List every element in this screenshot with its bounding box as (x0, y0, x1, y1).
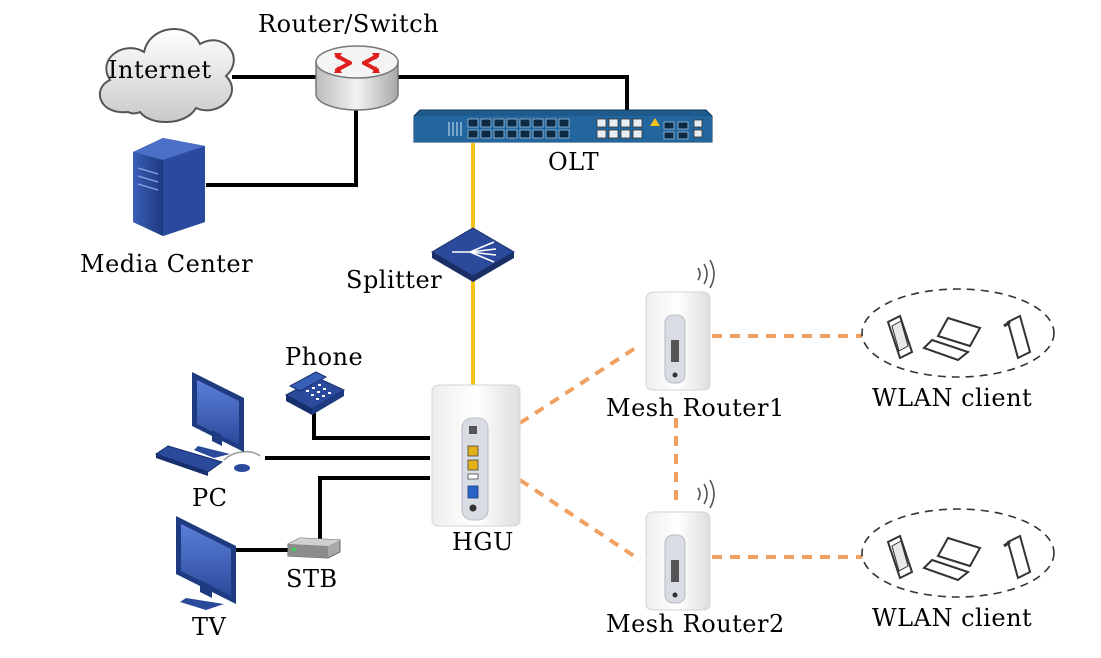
tablet-icon (1003, 314, 1032, 360)
router-switch-icon (315, 45, 399, 111)
optical-splitter-icon (431, 227, 515, 282)
wireless-links (518, 334, 862, 562)
cable-links (206, 75, 629, 552)
router-switch-label: Router/Switch (258, 10, 440, 38)
mesh-router-icon (645, 291, 711, 391)
smartphone-icon (886, 314, 914, 360)
wifi-hgu-mesh1 (518, 343, 642, 425)
laptop-icon (922, 316, 982, 362)
smartphone-icon (886, 534, 914, 580)
monitor-icon (176, 516, 236, 610)
olt-label: OLT (548, 148, 600, 176)
desktop-computer-icon (154, 372, 250, 476)
internet-label: Internet (108, 56, 212, 84)
hgu-gateway-icon (431, 384, 521, 527)
wifi-hgu-mesh2 (518, 478, 642, 562)
stb-label: STB (286, 565, 338, 593)
wifi-signal-icon (697, 479, 715, 509)
pc-label: PC (192, 484, 228, 512)
link-router-olt (395, 75, 629, 118)
telephone-icon (284, 371, 346, 415)
wlan-client-group (861, 508, 1055, 598)
link-stb-hgu (318, 476, 430, 546)
olt-chassis-icon (413, 109, 713, 143)
server-tower-icon (133, 138, 205, 236)
tv-label: TV (192, 613, 227, 641)
wlan-client-2-label: WLAN client (872, 604, 1033, 632)
set-top-box-icon (287, 537, 341, 559)
mesh-router-2-label: Mesh Router2 (606, 610, 785, 638)
hgu-label: HGU (452, 528, 514, 556)
media-center-label: Media Center (80, 250, 254, 278)
mesh-router-icon (645, 511, 711, 611)
link-phone-hgu (312, 412, 430, 440)
splitter-label: Splitter (346, 266, 443, 294)
cloud-icon (99, 28, 235, 124)
link-router-media-center (206, 108, 358, 187)
laptop-icon (922, 536, 982, 582)
wifi-signal-icon (697, 259, 715, 289)
wlan-client-1-label: WLAN client (872, 384, 1033, 412)
wlan-client-group (861, 288, 1055, 378)
tablet-icon (1003, 534, 1032, 580)
link-pc-mouse (223, 450, 261, 461)
mesh-router-1-label: Mesh Router1 (606, 394, 785, 422)
phone-label: Phone (285, 343, 364, 371)
